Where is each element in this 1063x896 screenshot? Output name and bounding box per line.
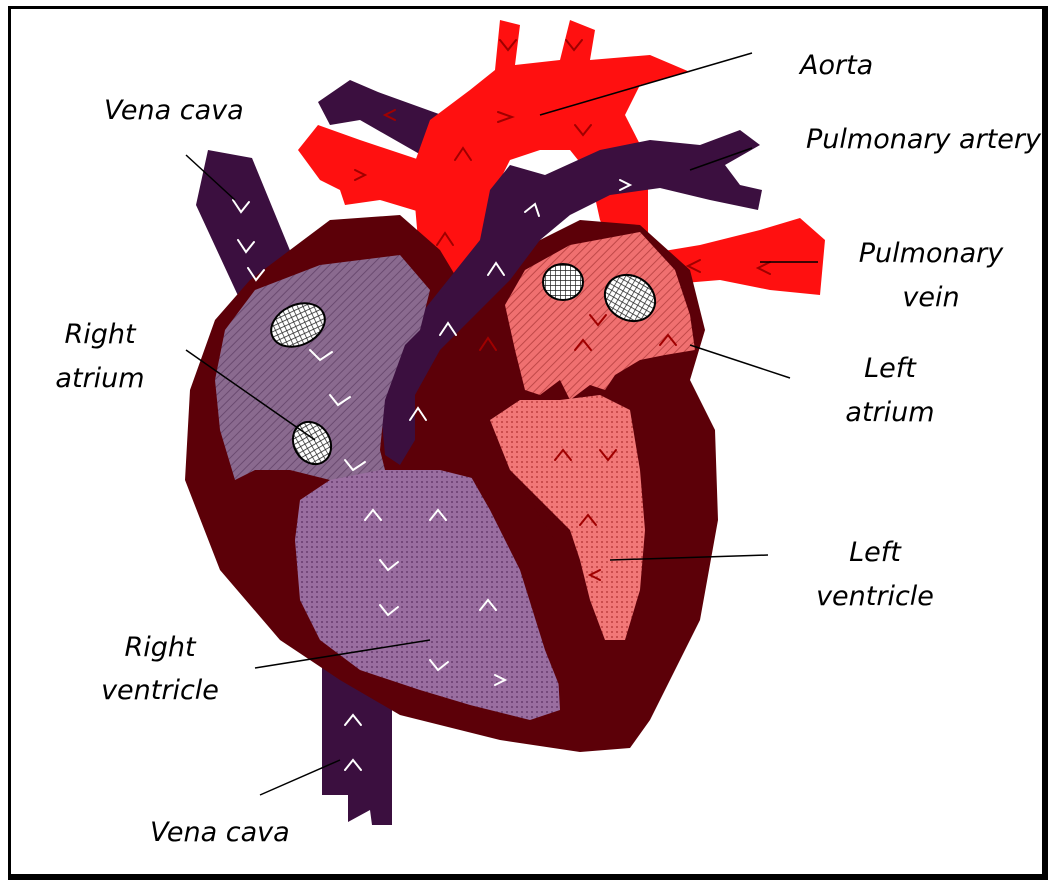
- label-vena-cava-top: Vena cava: [104, 93, 244, 129]
- label-right-ventricle-line1: Right: [90, 630, 230, 666]
- label-left-ventricle-line2: ventricle: [810, 579, 940, 615]
- pulmonary-vein-opening-left: [543, 264, 583, 300]
- label-left-atrium-line1: Left: [820, 351, 960, 387]
- label-right-atrium-line2: atrium: [40, 361, 160, 397]
- label-pulmonary-artery: Pulmonary artery: [806, 122, 1041, 158]
- label-left-ventricle-line1: Left: [810, 535, 940, 571]
- label-pulmonary-vein-line1: Pulmonary: [856, 236, 1006, 272]
- label-left-atrium-line2: atrium: [820, 395, 960, 431]
- label-aorta: Aorta: [800, 48, 873, 84]
- label-pulmonary-vein-line2: vein: [856, 280, 1006, 316]
- label-right-atrium-line1: Right: [40, 317, 160, 353]
- label-right-ventricle-line2: ventricle: [90, 673, 230, 709]
- label-vena-cava-bottom: Vena cava: [150, 815, 290, 851]
